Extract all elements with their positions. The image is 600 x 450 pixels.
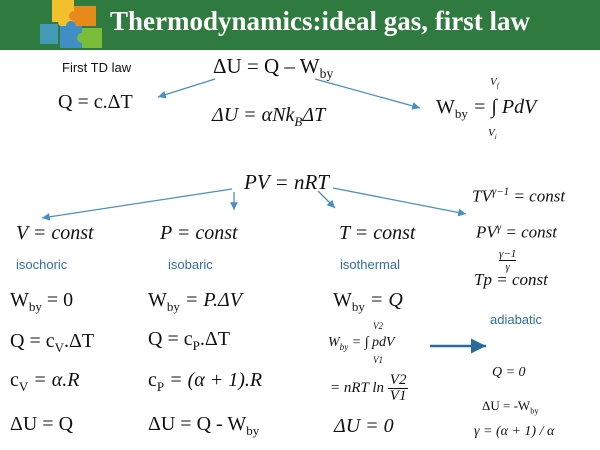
isothermal-w-sub: by (351, 299, 365, 314)
adiabatic-tv-relation: TVγ−1 = const (472, 186, 565, 207)
pv-rhs: = const (505, 222, 557, 242)
first-law-eq-sub: by (319, 66, 334, 82)
isobaric-delta-u: ΔU = Q - Wby (148, 413, 259, 439)
ln-fraction: V2 V1 (387, 372, 409, 404)
tv-lhs: TV (472, 186, 492, 206)
isobaric-du: ΔU = Q - W (148, 413, 247, 435)
pv-lhs: PV (476, 222, 497, 242)
work-lower-limit: Vi (488, 127, 497, 141)
isobaric-label: isobaric (168, 257, 213, 272)
pv-sup: γ (496, 222, 502, 234)
du-eq-main: ΔU = αNk (212, 104, 295, 126)
ln-numerator: V2 (387, 372, 409, 389)
isochoric-delta-u: ΔU = Q (10, 413, 74, 435)
adiabatic-heat: Q = 0 (492, 365, 526, 380)
isochoric-condition: V = const (16, 222, 94, 244)
isothermal-work: Wby = Q (333, 289, 403, 315)
tv-sup: γ−1 (491, 186, 510, 198)
tp-lhs: Tp (474, 270, 492, 289)
first-law-equation: ΔU = Q – Wby (213, 54, 333, 82)
arrow-to-isothermal (317, 190, 336, 209)
adiabatic-du: ΔU = -W (482, 398, 531, 413)
isochoric-w: W (10, 289, 29, 311)
isobaric-w-rhs: = P.ΔV (184, 289, 242, 311)
adiabatic-label: adiabatic (490, 312, 543, 327)
work-lower-sub: i (494, 133, 497, 142)
isothermal-upper-limit: V2 (373, 321, 383, 331)
isobaric-c-rhs: = (α + 1).R (169, 369, 263, 391)
isochoric-q-tail: .ΔT (64, 330, 95, 352)
isobaric-q: Q = c (148, 328, 193, 350)
du-eq-sub: B (294, 114, 303, 129)
isothermal-delta-u: ΔU = 0 (334, 415, 394, 437)
work-eq-lhs-sub: by (454, 106, 468, 121)
ideal-gas-law: PV = nRT (244, 170, 329, 194)
puzzle-logo-icon (40, 0, 102, 48)
isobaric-c-sub: P (156, 379, 165, 394)
isochoric-c-sub: V (18, 379, 29, 394)
isothermal-w2: W (328, 335, 340, 350)
adiabatic-du-sub: by (530, 405, 539, 416)
isothermal-w-rhs: = Q (369, 289, 403, 311)
adiabatic-gamma: γ = (α + 1) / α (474, 424, 555, 439)
isochoric-w-sub: by (28, 299, 42, 314)
first-law-label: First TD law (62, 60, 132, 75)
work-eq-rhs: = ∫ PdV (472, 96, 537, 118)
isochoric-c-rhs: = α.R (33, 369, 80, 391)
isothermal-integral: Wby = ∫ pdV (328, 335, 395, 352)
isobaric-c: c (148, 369, 157, 391)
isochoric-work: Wby = 0 (10, 289, 73, 315)
arrow-to-q-eq (157, 78, 216, 99)
arrow-to-isochoric (41, 188, 233, 221)
adiabatic-tp-relation: Tp = const (474, 270, 548, 290)
tv-rhs: = const (513, 186, 566, 206)
work-equation: Wby = ∫ PdV (436, 96, 536, 122)
isochoric-c: c (10, 369, 19, 391)
work-eq-lhs: W (436, 96, 455, 118)
work-upper-v: V (490, 76, 497, 88)
isothermal-nrt-ln: = nRT ln V2 V1 (330, 372, 409, 404)
tp-exponent: γ−1 γ (499, 248, 517, 274)
isochoric-label: isochoric (16, 257, 68, 272)
tp-exp-num: γ−1 (499, 248, 517, 262)
work-upper-limit: Vf (490, 76, 499, 90)
isochoric-w-rhs: = 0 (46, 289, 74, 311)
isobaric-specific-heat: cP = (α + 1).R (148, 369, 262, 395)
work-lower-v: V (488, 127, 495, 139)
isothermal-condition: T = const (339, 222, 416, 244)
arrow-to-adiabatic (332, 187, 467, 217)
isobaric-w-sub: by (166, 299, 180, 314)
work-upper-sub: f (496, 82, 499, 91)
adiabatic-delta-u: ΔU = -Wby (482, 398, 539, 416)
isobaric-condition: P = const (160, 222, 238, 244)
isochoric-heat: Q = cV.ΔT (10, 330, 94, 356)
heat-equation: Q = c.ΔT (58, 91, 133, 113)
isochoric-q-sub: V (54, 340, 64, 355)
isobaric-w: W (148, 289, 167, 311)
adiabatic-pv-relation: PVγ = const (476, 222, 557, 243)
isobaric-q-tail: .ΔT (199, 328, 230, 350)
isothermal-w2-rhs: = ∫ pdV (351, 335, 395, 350)
tp-rhs: = const (496, 270, 548, 289)
isochoric-specific-heat: cV = α.R (10, 369, 80, 395)
isochoric-q: Q = c (10, 330, 55, 352)
tp-exp-den: γ (505, 261, 510, 274)
isobaric-work: Wby = P.ΔV (148, 289, 242, 315)
isobaric-heat: Q = cP.ΔT (148, 328, 230, 354)
isothermal-lower-limit: V1 (373, 355, 383, 365)
isothermal-label: isothermal (340, 257, 400, 272)
isothermal-w2-sub: by (339, 341, 349, 352)
du-eq-tail: ΔT (302, 104, 326, 126)
internal-energy-equation: ΔU = αNkBΔT (212, 104, 325, 130)
isobaric-du-sub: by (246, 423, 260, 438)
first-law-eq-main: ΔU = Q – W (213, 54, 320, 78)
slide-title: Thermodynamics:ideal gas, first law (110, 6, 530, 36)
isothermal-w: W (333, 289, 352, 311)
nrt-text: = nRT ln (330, 379, 385, 396)
isobaric-q-sub: P (192, 338, 200, 353)
arrow-to-w-eq (314, 78, 421, 110)
ln-denominator: V1 (389, 388, 407, 404)
title-bar: Thermodynamics:ideal gas, first law (0, 0, 600, 50)
